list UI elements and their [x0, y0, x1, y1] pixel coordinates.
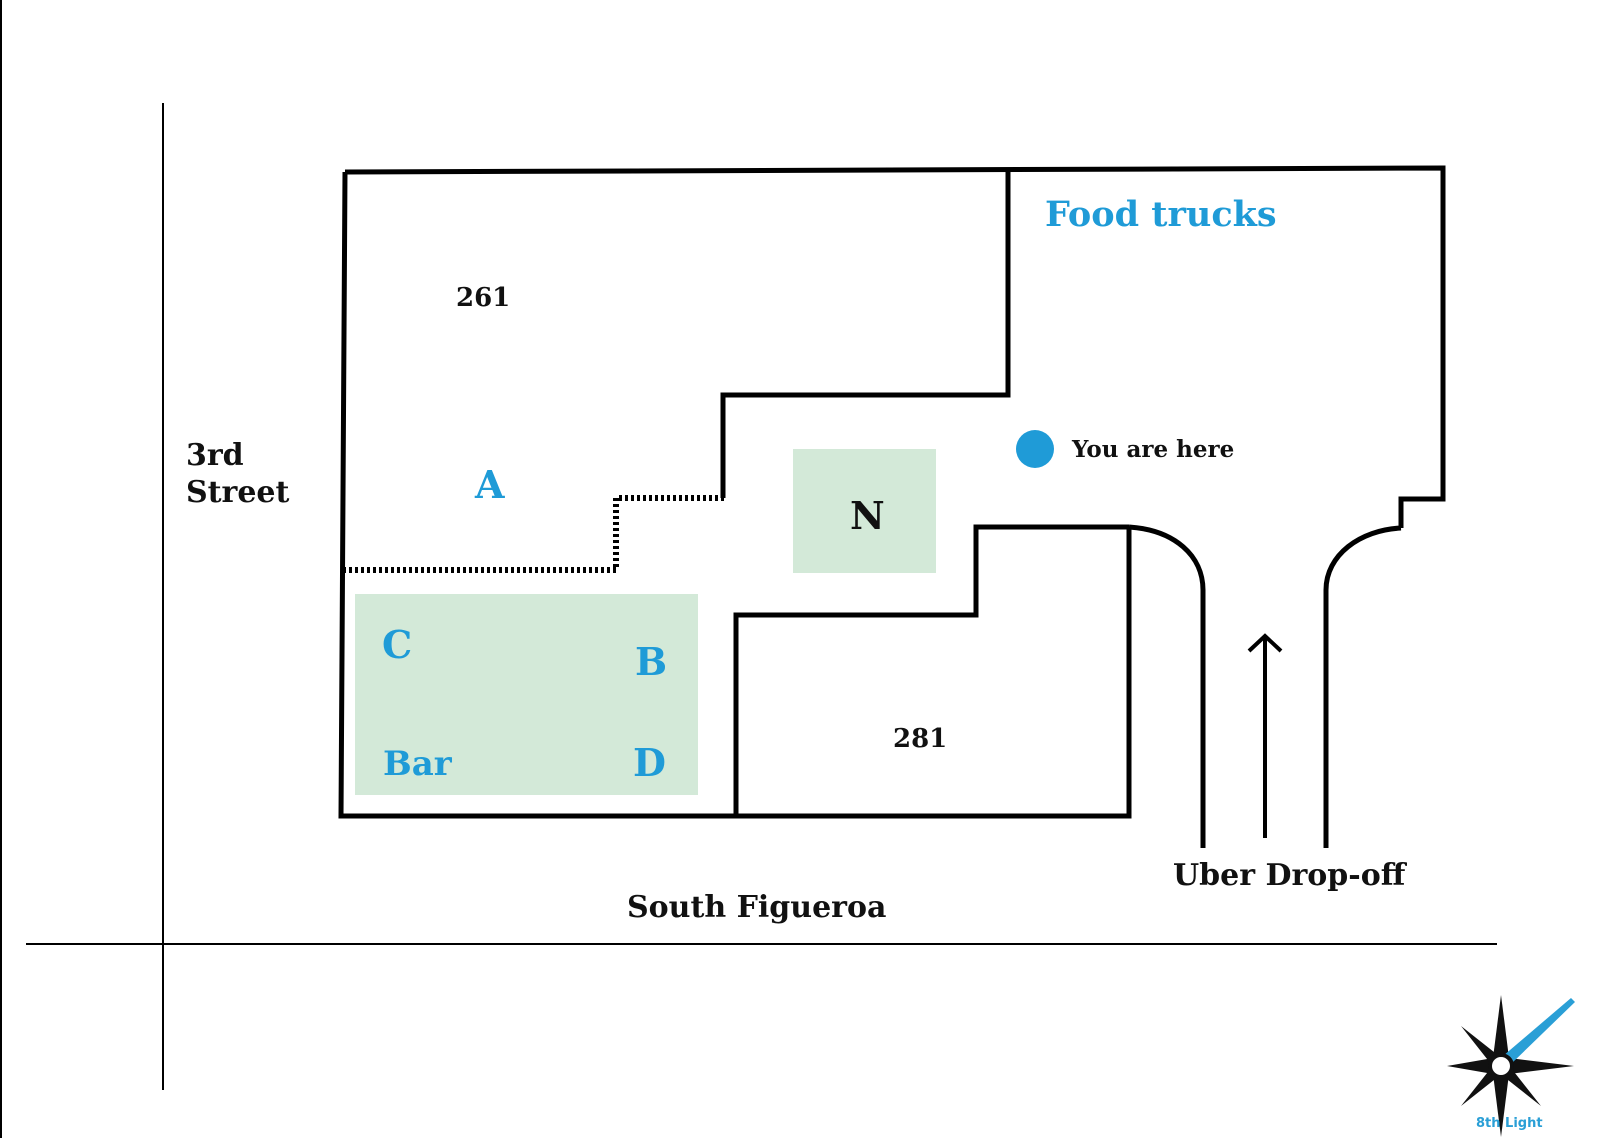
uber-drop-off-label: Uber Drop-off: [1173, 858, 1406, 893]
building-label-281: 281: [893, 724, 948, 754]
zone-cbd-bar: [355, 594, 698, 795]
area-label-food-trucks: Food trucks: [1045, 194, 1277, 235]
you-are-here-dot: [1016, 430, 1054, 468]
compass-logo-icon: [1447, 995, 1575, 1137]
area-label-a: A: [475, 462, 505, 507]
building-281-outline: [733, 524, 1129, 816]
building-label-261: 261: [456, 283, 511, 313]
logo-text: 8th Light: [1476, 1116, 1543, 1131]
area-label-d: D: [633, 740, 666, 785]
area-label-bar: Bar: [383, 744, 452, 784]
curb-left: [1128, 524, 1206, 848]
area-label-b: B: [635, 639, 668, 684]
street-label-south-figueroa: South Figueroa: [627, 890, 887, 925]
you-are-here-label: You are here: [1072, 436, 1235, 463]
area-label-n: N: [850, 493, 885, 538]
street-label-3rd-line1: 3rd: [186, 438, 244, 473]
building-261-outline: [720, 172, 1011, 498]
dotted-partition: [345, 495, 724, 573]
site-boundary: [344, 165, 1446, 528]
arrow-head: [1247, 633, 1283, 653]
area-label-c: C: [382, 622, 413, 667]
street-label-3rd-line2: Street: [186, 475, 290, 510]
zone-n: [793, 449, 936, 573]
curb-right: [1323, 525, 1402, 848]
